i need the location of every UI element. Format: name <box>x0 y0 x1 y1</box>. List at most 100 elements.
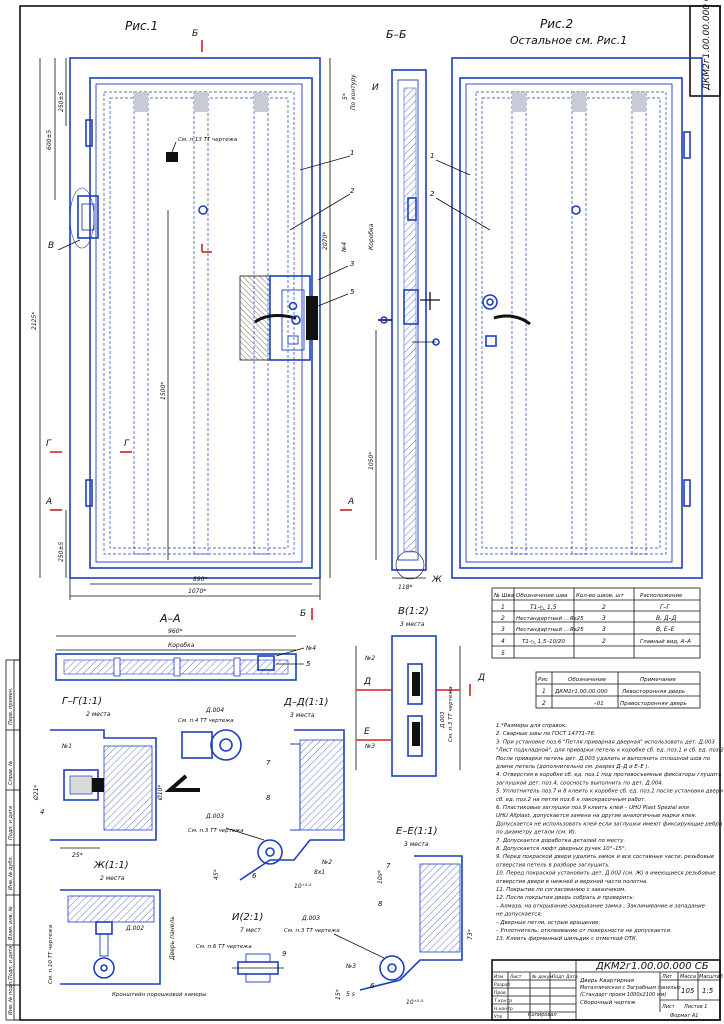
note-line: сб. ед. поз.2 на петли поз.6 к лакокрасо… <box>496 797 646 803</box>
detailZh-part-d002: Д.002 <box>125 925 144 932</box>
detailEE-title: Е–Е(1:1) <box>396 826 438 837</box>
tb-col-4: Дата <box>565 974 578 980</box>
vt-r1c0: 2 <box>542 700 546 707</box>
strip-4: Инв. № дубл. <box>8 856 14 890</box>
fig1-cut-B-bottom: Б <box>300 609 306 619</box>
tb-role-3: Н.контр <box>494 1006 513 1012</box>
detailGG-weld-1: №1 <box>61 743 72 750</box>
tb-role-0: Разраб <box>494 982 510 988</box>
tb-scale: 1:5 <box>702 987 714 995</box>
dim-5: 5* <box>342 93 349 100</box>
d004-note: См. п.4 ТТ чертежа <box>178 718 234 724</box>
detailGG-places: 2 места <box>86 711 111 718</box>
fig1-note-tt13: См. п.13 ТТ чертежа <box>178 137 238 143</box>
dim-250-top: 250±5 <box>58 92 65 112</box>
technical-notes: 1.*Размеры для справок.2. Сварные швы по… <box>495 723 724 942</box>
detailGG-pos-4: 4 <box>40 808 44 816</box>
sheet-frame <box>19 5 721 1021</box>
detailV-title: В(1:2) <box>398 606 429 617</box>
detailI-title: И(2:1) <box>232 912 263 923</box>
detailEE-dim-10: 10⁺⁰·⁵ <box>406 999 424 1006</box>
wt-r0c2: 2 <box>602 604 606 611</box>
detailEE-note-tt3: См. п.3 ТТ чертежа <box>284 928 340 934</box>
detailV-part-d003: Д.003 <box>440 711 446 729</box>
detailEE-dim-10s: 10s* <box>377 870 384 884</box>
note-line: 6. Пластиковые заглушки поз.9 клеить кле… <box>496 805 689 811</box>
tb-designation: ДКМ2г1.00.00.000 СБ <box>595 961 709 972</box>
detailEE-part-d003: Д.003 <box>301 915 320 922</box>
fig1-cut-A-left: А <box>45 497 52 507</box>
detailI-note-tt6: См. п.6 ТТ чертежа <box>196 944 252 950</box>
vt-r0c2: Левосторонняя дверь <box>621 689 685 695</box>
detailZh-note-tt10: См. п.10 ТТ чертежа <box>48 924 54 984</box>
detailGG-dim-25: 25* <box>72 852 83 859</box>
tb-name-3: (Стандарт проем 1000х2100 мм) <box>580 992 666 998</box>
note-line: 3. При установке поз.6 "Петля приварная … <box>496 739 715 745</box>
dim-1500: 1500* <box>160 382 167 400</box>
figure-2: Рис.2 Остальное см. Рис.1 1 2 <box>430 17 703 579</box>
fig1-pos-2: 2 <box>350 187 355 195</box>
detailDD-places: 3 места <box>290 712 315 719</box>
wt-r3c3: Главный вид, А–А <box>640 639 691 645</box>
weld-table: № Шва Обозначение шва Кол-во швов, шт Ра… <box>491 587 701 659</box>
top-code-stamp: ДКМ2г1.00.00.000 СБ <box>689 0 721 97</box>
wt-h0: № Шва <box>493 593 515 599</box>
detailDD-part-d003: Д.003 <box>205 813 224 820</box>
wt-h1: Обозначение шва <box>516 593 568 599</box>
sectionBB-Zh: Ж <box>431 575 442 585</box>
tb-scale-h: Масштаб <box>699 974 723 980</box>
tb-role-1: Пров <box>494 990 506 996</box>
dim-2070: 2070* <box>322 232 329 250</box>
detail-Zh: Ж(1:1) 2 места Д.002 Дверь панель См. п.… <box>48 860 207 998</box>
tb-mass: 105 <box>681 987 695 995</box>
detailV-cut-D-left: Д <box>363 677 371 687</box>
detailEE-dim-73: 73* <box>467 929 474 940</box>
fig2-subtitle: Остальное см. Рис.1 <box>510 34 627 47</box>
fig1-cut-B-top: Б <box>192 29 198 39</box>
note-line: 5. Уплотнитель поз.7 и 8 клеить к коробк… <box>496 789 723 795</box>
note-line: 13. Клеить фирменный шильдик с отметкой … <box>496 936 638 942</box>
section-BB: Б–Б И Ж По контуру 5* Коробка 1050* 118* <box>342 28 442 591</box>
fig1-cut-A-right: А <box>347 497 354 507</box>
note-line: не допускается; <box>496 912 542 918</box>
fig1-title: Рис.1 <box>125 19 158 33</box>
dim-1070: 1070* <box>188 588 206 595</box>
tb-name-4: Сборочный чертеж <box>580 1000 636 1006</box>
note-line: отверстия петель в разборе заглушить. <box>496 862 610 868</box>
dim-250-bottom: 250±5 <box>58 542 65 562</box>
note-line: – Алмаза, на открывание-закрывание замка… <box>496 903 706 909</box>
title-block: ДКМ2г1.00.00.000 СБ Дверь Квартирная Мет… <box>491 959 723 1021</box>
detail-EE: Е–Е(1:1) 3 места 7 8 6 73* 10s* 10⁺⁰·⁵ №… <box>284 826 474 1006</box>
note-line: 4. Отверстия в коробке сб. ед. поз.1 под… <box>496 772 722 778</box>
detailZh-kronsht: Кронштейн порошковой камеры <box>112 992 207 998</box>
fig1-pos-1: 1 <box>350 149 354 157</box>
note-line: заглушкой дет. поз.4, соосность выполнит… <box>496 780 663 786</box>
wt-r1c2: 3 <box>602 615 606 622</box>
part-d004: Д.004 См. п.4 ТТ чертежа <box>164 707 242 792</box>
wt-h3: Расположение <box>640 593 683 599</box>
note-line: 9. Перед покраской двери удалить замок и… <box>496 854 715 860</box>
note-line: отверстия двери в нижней и верхней части… <box>496 879 648 885</box>
wt-r1c3: В, Д–Д <box>656 615 677 622</box>
fig1-weld-4: №4 <box>341 242 348 253</box>
detailGG-title: Г–Г(1:1) <box>62 696 102 707</box>
fig1-cut-G-left: Г <box>46 439 52 449</box>
top-code-text: ДКМ2г1.00.00.000 СБ <box>702 0 712 91</box>
note-line: 7. Допускается доработка деталей по мест… <box>496 838 625 844</box>
tb-col-3: Подп <box>552 974 564 980</box>
note-line: UHU Allplast, допускается замена на друг… <box>496 813 696 819</box>
vt-h1: Обозначение <box>568 677 607 683</box>
note-line: 2. Сварные швы по ГОСТ 14771-76. <box>496 731 596 737</box>
vt-h2: Примечание <box>640 677 677 683</box>
sectionBB-I: И <box>372 83 379 93</box>
fig1-cut-G-right: Г <box>124 439 130 449</box>
tb-col-1: Лист <box>509 974 522 980</box>
d004-label: Д.004 <box>205 707 224 714</box>
detailGG-dim-10: Ø10* <box>157 785 164 801</box>
variant-table: Рис Обозначение Примечание 1 ДКМ2г1.00.0… <box>535 671 701 709</box>
note-line: "Лист подкладной", для приварки петель к… <box>496 748 724 754</box>
detailI-pos-9: 9 <box>282 950 287 958</box>
tb-name-2: Металлическая с Заграбным панелью <box>580 985 681 991</box>
fig1-pos-3: 3 <box>350 260 354 268</box>
wt-r2c2: 3 <box>602 626 606 633</box>
